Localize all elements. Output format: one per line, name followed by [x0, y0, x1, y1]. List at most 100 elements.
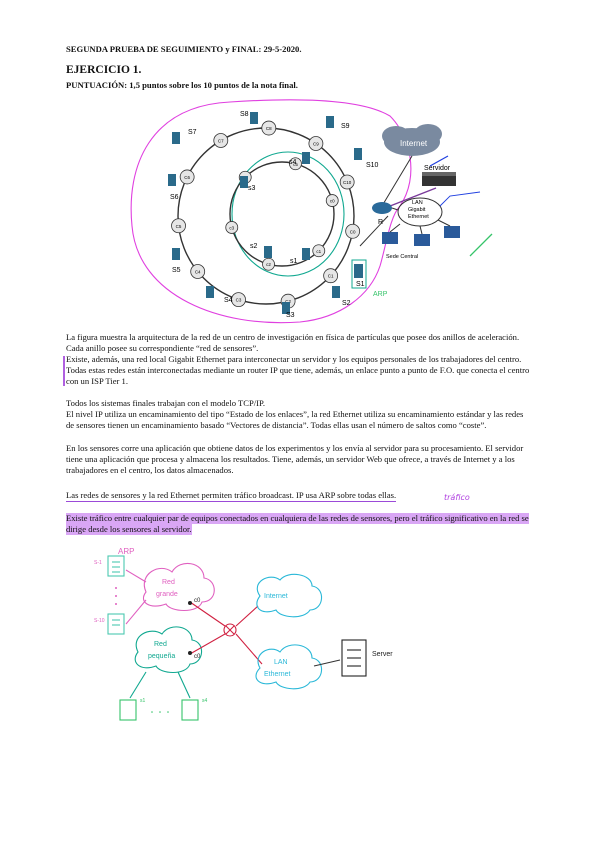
- svg-text:Gigabit: Gigabit: [408, 207, 426, 213]
- svg-text:S3: S3: [286, 312, 295, 319]
- svg-text:S4: S4: [224, 297, 233, 304]
- paragraph-2-line-1: Todos los sistemas finales trabajan con …: [66, 398, 266, 408]
- teal-annotation-circle: [231, 151, 345, 277]
- sketch-router: [223, 623, 237, 637]
- paragraph-3-line-3: trabajadores en el centro, los datos alm…: [66, 465, 234, 475]
- svg-text:s4: s4: [202, 698, 208, 704]
- svg-text:C7: C7: [218, 138, 224, 143]
- big-ring-node-c6: C6: [179, 169, 195, 185]
- sketch-internet-cloud: [256, 573, 323, 618]
- sketch-lan-cloud: [255, 644, 323, 690]
- big-ring-node-c1: C1: [323, 268, 339, 284]
- small-ring-node-c0: c0: [325, 194, 339, 207]
- sensor-s7: S7: [172, 129, 197, 144]
- sketch-sensor-small-s4: [181, 699, 199, 721]
- svg-text:LAN: LAN: [274, 659, 288, 666]
- svg-text:c2: c2: [266, 262, 271, 267]
- sensor-s8: S8: [240, 111, 258, 124]
- svg-text:S8: S8: [240, 111, 249, 118]
- paragraph-1-line-5: con un ISP Tier 1.: [66, 376, 128, 386]
- small-ring: [229, 161, 335, 267]
- svg-text:S5: S5: [172, 267, 181, 274]
- sensor-s2-small: s2: [250, 243, 272, 258]
- svg-text:c3: c3: [229, 225, 234, 230]
- server-device: Servidor: [422, 165, 456, 186]
- sensor-s4: S4: [206, 286, 233, 304]
- svg-text:c0: c0: [194, 598, 201, 604]
- svg-text:grande: grande: [156, 591, 178, 598]
- svg-text:c1: c1: [316, 249, 321, 254]
- small-ring-node-c2: c2: [262, 257, 275, 271]
- svg-text:Server: Server: [372, 651, 393, 658]
- paragraph-1-line-4: Todas estas redes están interconectadas …: [66, 365, 530, 375]
- exercise-title: EJERCICIO 1.: [66, 64, 142, 76]
- sensor-s10: S10: [354, 148, 379, 169]
- sensor-s1-small: s1: [290, 248, 310, 265]
- svg-text:Internet: Internet: [264, 593, 288, 600]
- big-ring-node-c10: C10: [339, 174, 355, 190]
- svg-text:s1: s1: [290, 258, 298, 265]
- svg-text:S-1: S-1: [94, 560, 102, 566]
- margin-mark: [63, 356, 65, 386]
- paragraph-5-line-1: Existe tráfico entre cualquier par de eq…: [66, 513, 529, 525]
- sensor-s3-small: s3: [240, 176, 256, 192]
- paragraph-1-line-1: La figura muestra la arquitectura de la …: [66, 332, 520, 342]
- sensor-s4-small: s4: [289, 152, 310, 166]
- sensor-s1: S1: [351, 259, 367, 289]
- svg-text:s4: s4: [289, 159, 297, 166]
- big-ring-node-c8: C8: [261, 120, 277, 136]
- svg-text:S7: S7: [188, 129, 197, 136]
- big-ring-node-c7: C7: [213, 133, 229, 148]
- svg-text:S10: S10: [366, 162, 379, 169]
- trafico-note: tráfico: [444, 493, 470, 502]
- svg-text:C0: C0: [350, 229, 356, 234]
- arp-note-figure: ARP: [373, 291, 388, 298]
- svg-text:Servidor: Servidor: [424, 165, 451, 172]
- svg-text:LAN: LAN: [412, 200, 423, 206]
- router-icon: R: [372, 202, 392, 226]
- paragraph-3-line-2: tiene una aplicación que procesa y almac…: [66, 454, 515, 464]
- svg-text:Ethernet: Ethernet: [264, 671, 291, 678]
- svg-text:S-10: S-10: [94, 618, 105, 624]
- svg-text:Ethernet: Ethernet: [408, 214, 429, 220]
- svg-text:C1: C1: [328, 274, 334, 279]
- big-ring-node-c3: C3: [231, 292, 246, 308]
- red-pequena-cloud: [134, 626, 203, 674]
- svg-text:pequeña: pequeña: [148, 653, 175, 660]
- svg-text:C8: C8: [266, 126, 272, 131]
- small-ring-node-c3: c3: [225, 221, 239, 234]
- lan-cloud: LAN Gigabit Ethernet: [397, 197, 443, 227]
- sensor-s9: S9: [326, 116, 350, 130]
- svg-text:s3: s3: [248, 185, 256, 192]
- svg-text:c0: c0: [330, 199, 335, 204]
- svg-text:Red: Red: [162, 579, 175, 586]
- big-ring-node-c5: C5: [171, 218, 186, 234]
- paragraph-3-line-1: En los sensores corre una aplicación que…: [66, 443, 524, 453]
- big-ring-node-c0: C0: [345, 223, 361, 239]
- svg-text:Sede Central: Sede Central: [386, 254, 418, 260]
- svg-text:C3: C3: [236, 298, 242, 303]
- score-line: PUNTUACIÓN: 1,5 puntos sobre los 10 punt…: [66, 80, 298, 90]
- big-ring-node-c9: C9: [308, 136, 324, 151]
- svg-text:S6: S6: [170, 194, 179, 201]
- sensor-s2: S2: [332, 286, 351, 307]
- magenta-annotation-loop: [130, 99, 412, 324]
- svg-text:S1: S1: [356, 281, 365, 288]
- internet-cloud: Internet: [382, 124, 442, 156]
- paragraph-1-line-3: Existe, además, una red local Gigabit Et…: [66, 354, 522, 364]
- svg-text:S9: S9: [341, 123, 350, 130]
- sensor-s6: S6: [168, 174, 179, 201]
- workstations: Sede Central: [382, 219, 460, 260]
- svg-text:C5: C5: [176, 224, 182, 229]
- svg-text:Red: Red: [154, 641, 167, 648]
- svg-text:C10: C10: [343, 180, 352, 185]
- small-ring-node-c5: c5: [289, 157, 302, 171]
- sketch-sensor-s10: [107, 613, 125, 635]
- paragraph-4: Las redes de sensores y la red Ethernet …: [66, 490, 397, 503]
- paragraph-2-line-2: El nivel IP utiliza un encaminamiento de…: [66, 409, 524, 419]
- svg-text:C4: C4: [195, 269, 201, 274]
- svg-text:R: R: [378, 219, 383, 226]
- paragraph-5-line-2: dirige desde los sensores al servidor.: [66, 524, 192, 536]
- svg-text:c0: c0: [194, 654, 201, 660]
- sensor-s5: S5: [172, 248, 181, 274]
